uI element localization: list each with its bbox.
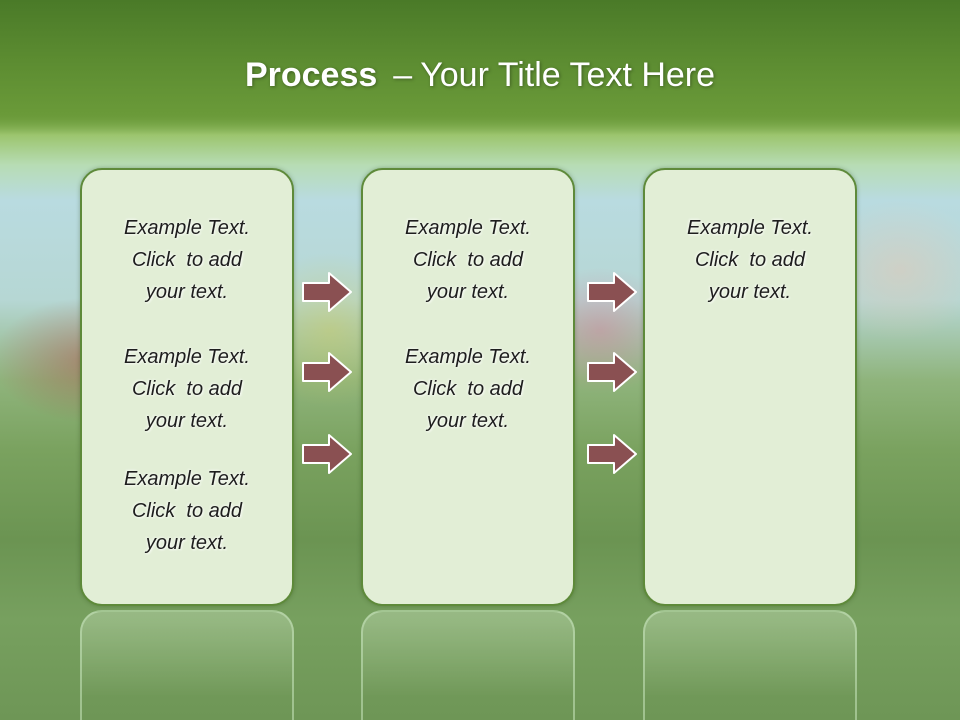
text-line: your text.	[145, 410, 229, 432]
right-arrow-icon	[587, 272, 637, 312]
title-text: Your Title Text Here	[420, 56, 716, 94]
text-placeholder[interactable]: Example Text. Click to add your text.	[645, 212, 855, 308]
box-reflection	[643, 610, 857, 720]
text-line: Example Text.	[124, 346, 250, 368]
process-box-2[interactable]: Example Text. Click to add your text. Ex…	[361, 168, 575, 606]
process-box-3[interactable]: Example Text. Click to add your text.	[643, 168, 857, 606]
text-line: Click to add	[131, 249, 243, 271]
right-arrow-icon	[587, 434, 637, 474]
text-placeholder[interactable]: Example Text. Click to add your text.	[363, 341, 573, 437]
text-line: Click to add	[412, 249, 524, 271]
text-line: your text.	[708, 281, 792, 303]
text-placeholder[interactable]: Example Text. Click to add your text.	[82, 212, 292, 308]
slide-title[interactable]: Process–Your Title Text Here	[0, 52, 960, 98]
text-line: Click to add	[694, 249, 806, 271]
text-line: your text.	[426, 281, 510, 303]
process-box-1[interactable]: Example Text. Click to add your text. Ex…	[80, 168, 294, 606]
text-placeholder[interactable]: Example Text. Click to add your text.	[82, 463, 292, 559]
text-line: Example Text.	[124, 468, 250, 490]
text-line: your text.	[145, 281, 229, 303]
text-placeholder[interactable]: Example Text. Click to add your text.	[363, 212, 573, 308]
text-line: Click to add	[131, 378, 243, 400]
title-bold: Process	[244, 56, 378, 94]
text-line: Example Text.	[687, 217, 813, 239]
text-placeholder[interactable]: Example Text. Click to add your text.	[82, 341, 292, 437]
box-reflection	[80, 610, 294, 720]
text-line: Example Text.	[405, 217, 531, 239]
text-line: Example Text.	[124, 217, 250, 239]
text-line: Example Text.	[405, 346, 531, 368]
text-line: your text.	[426, 410, 510, 432]
box-reflection	[361, 610, 575, 720]
right-arrow-icon	[302, 434, 352, 474]
right-arrow-icon	[587, 352, 637, 392]
title-dash: –	[393, 56, 413, 94]
text-line: Click to add	[412, 378, 524, 400]
text-line: Click to add	[131, 500, 243, 522]
right-arrow-icon	[302, 352, 352, 392]
right-arrow-icon	[302, 272, 352, 312]
title-bar	[0, 0, 960, 135]
text-line: your text.	[145, 532, 229, 554]
